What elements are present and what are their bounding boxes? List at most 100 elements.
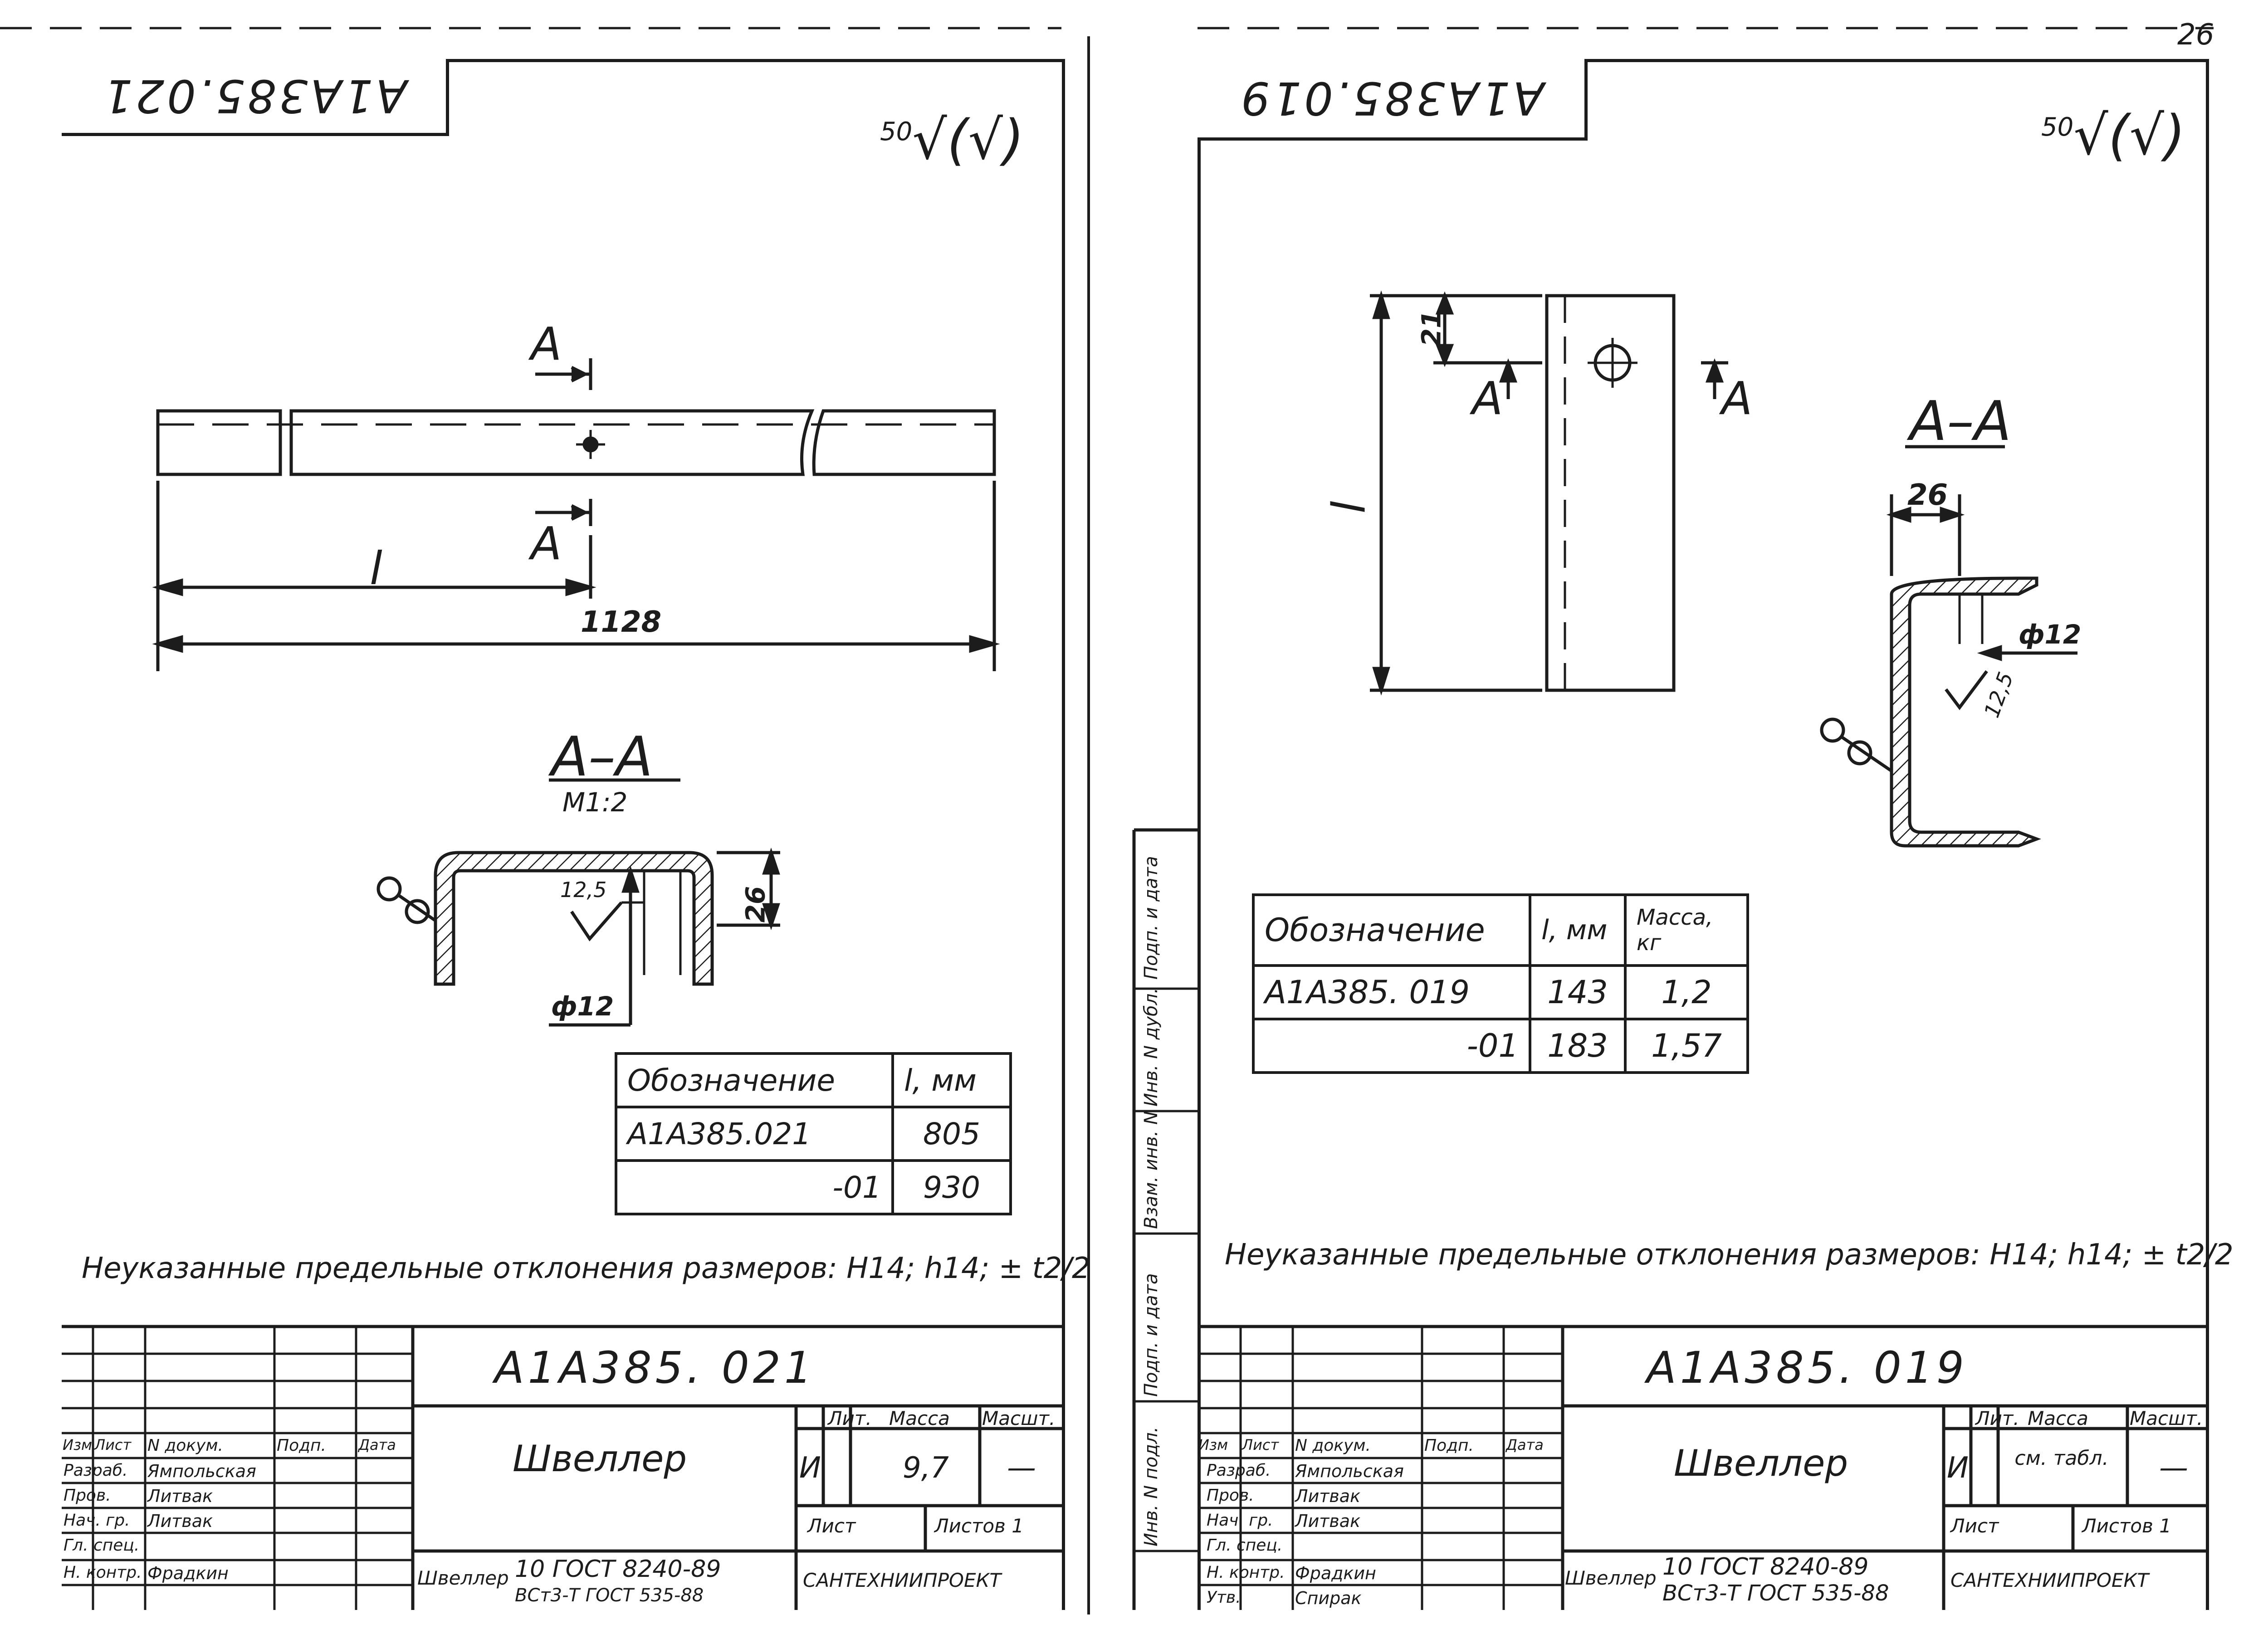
right-tolerance-note: Неуказанные предельные отклонения размер… — [1225, 1238, 2234, 1272]
side-strip-label: Подп. и дата — [1141, 856, 1162, 980]
left-table-cell: А1А385.021 — [615, 1106, 894, 1162]
right-stamp-mass: см. табл. — [2014, 1447, 2109, 1470]
left-stamp-name: Швеллер — [513, 1438, 687, 1480]
page-number: 26 — [2177, 18, 2214, 52]
left-stamp-col: Подп. — [277, 1436, 326, 1455]
right-spec-table: Обозначение l, мм Масса, кг А1А385. 019 … — [1252, 893, 1749, 1074]
left-spec-table: Обозначение l, мм А1А385.021 805 -01 930 — [615, 1052, 1012, 1215]
left-stamp-mass-h: Масса — [889, 1407, 950, 1429]
right-dim-l: l — [1322, 501, 1376, 514]
left-stamp-code: А1А385. 021 — [494, 1342, 816, 1393]
left-roughness: 50√(√) — [880, 109, 1024, 172]
left-section-scale: М1:2 — [562, 787, 628, 818]
right-stamp-col: Дата — [1506, 1436, 1544, 1454]
left-stamp-person: Ямпольская — [147, 1461, 256, 1481]
right-stamp-material-2: ВСт3-Т ГОСТ 535-88 — [1662, 1580, 1889, 1606]
left-beam-segment-1 — [156, 409, 282, 476]
left-stamp-col: Дата — [358, 1436, 396, 1454]
left-sheet — [62, 59, 1065, 1610]
left-stamp-role: Н. контр. — [64, 1563, 142, 1582]
left-stamp-lit: И — [799, 1451, 821, 1485]
right-stamp-col: Подп. — [1424, 1436, 1474, 1455]
side-strip-label: Взам. инв. N — [1141, 1111, 1162, 1229]
right-dim-d12: ф12 — [2019, 619, 2082, 650]
right-stamp-person: Ямпольская — [1295, 1461, 1404, 1481]
right-beam — [1545, 294, 1676, 692]
left-section-channel — [434, 851, 714, 986]
left-stamp-org: САНТЕХНИИПРОЕКТ — [803, 1569, 1002, 1591]
left-stamp-person: Литвак — [147, 1511, 213, 1531]
left-stamp-role: Нач. гр. — [64, 1511, 130, 1530]
right-stamp-role: Н. контр. — [1207, 1563, 1285, 1582]
right-rotated-code: А1А385.019 — [1198, 59, 1588, 141]
left-stamp-role: Гл. спец. — [64, 1536, 140, 1555]
right-stamp-material-prefix: Швеллер — [1565, 1567, 1657, 1589]
left-stamp-role: Разраб. — [64, 1461, 128, 1480]
right-stamp-sheet-h: Лист — [1950, 1515, 1999, 1537]
left-section-mark-bottom: А — [531, 517, 562, 570]
left-table-cell: -01 — [615, 1159, 894, 1215]
left-roughness-value: 50 — [880, 117, 913, 146]
left-stamp-sheets-h: Листов 1 — [934, 1515, 1024, 1537]
left-stamp-scale-h: Масшт. — [982, 1407, 1056, 1429]
right-section-title: А–А — [1910, 390, 2012, 453]
right-stamp-col: N докум. — [1295, 1436, 1371, 1455]
left-stamp-person: Фрадкин — [147, 1563, 229, 1583]
right-stamp-person: Фрадкин — [1295, 1563, 1376, 1583]
left-stamp-col: Лист — [94, 1436, 132, 1454]
right-section-mark-right: А — [1721, 372, 1753, 425]
right-section-channel — [1890, 576, 2041, 848]
right-stamp-person: Спирак — [1295, 1588, 1362, 1608]
right-stamp-scale: — — [2159, 1451, 2188, 1485]
right-table-header-mass: Масса, кг — [1624, 893, 1749, 967]
left-stamp-material-prefix: Швеллер — [417, 1567, 509, 1589]
left-stamp-sheet-h: Лист — [807, 1515, 856, 1537]
left-dim-l: l — [370, 542, 382, 595]
right-stamp-role: Пров. — [1207, 1486, 1254, 1505]
left-dim-total: 1128 — [581, 605, 662, 639]
side-strip-label: Инв. N подл. — [1141, 1426, 1162, 1546]
right-table-cell: 143 — [1529, 964, 1627, 1020]
right-dim-26: 26 — [1907, 478, 1948, 512]
right-table-cell: А1А385. 019 — [1252, 964, 1531, 1020]
right-roughness: 50√(√) — [2041, 104, 2185, 167]
left-table-header-length: l, мм — [891, 1052, 1012, 1108]
left-stamp-role: Пров. — [64, 1486, 111, 1505]
left-table-header-designation: Обозначение — [615, 1052, 894, 1108]
left-beam-segment-3 — [812, 409, 996, 476]
left-table-cell: 805 — [891, 1106, 1012, 1162]
left-stamp-mass: 9,7 — [903, 1451, 949, 1485]
right-stamp-mass-h: Масса — [2028, 1407, 2088, 1429]
right-stamp-col: Лист — [1242, 1436, 1279, 1454]
right-stamp-lit: И — [1947, 1451, 1969, 1485]
right-stamp-role: Нач. гр. — [1207, 1511, 1273, 1530]
left-rotated-code: А1А385.021 — [62, 59, 449, 136]
right-stamp-sheets-h: Листов 1 — [2082, 1515, 2171, 1537]
right-stamp-org: САНТЕХНИИПРОЕКТ — [1950, 1569, 2149, 1591]
left-stamp-lit-h: Лит. — [828, 1407, 872, 1429]
left-beam-segment-2 — [289, 409, 815, 476]
right-table-cell: 1,2 — [1624, 964, 1749, 1020]
left-stamp-material-2: ВСт3-Т ГОСТ 535-88 — [515, 1585, 704, 1606]
right-sheet — [1198, 59, 2209, 1610]
side-strip-label: Инв. N дубл. — [1141, 988, 1162, 1107]
right-table-header-designation: Обозначение — [1252, 893, 1531, 967]
right-stamp-code: А1А385. 019 — [1647, 1342, 1968, 1393]
right-stamp-person: Литвак — [1295, 1511, 1361, 1531]
right-table-cell: 183 — [1529, 1018, 1627, 1074]
left-roughness-suffix: (√) — [947, 109, 1024, 172]
right-stamp-role: Разраб. — [1207, 1461, 1271, 1480]
right-stamp-person: Литвак — [1295, 1486, 1361, 1506]
left-stamp-scale: — — [1007, 1451, 1036, 1485]
right-dim-21: 21 — [1416, 310, 1447, 347]
left-tolerance-note: Неуказанные предельные отклонения размер… — [82, 1252, 1090, 1285]
right-stamp-material-1: 10 ГОСТ 8240-89 — [1662, 1553, 1869, 1580]
left-dim-d12: ф12 — [551, 991, 614, 1022]
right-stamp-scale-h: Масшт. — [2130, 1407, 2203, 1429]
left-stamp-col: N докум. — [147, 1436, 223, 1455]
right-rotated-code-text: А1А385.019 — [1238, 72, 1544, 125]
right-stamp-role: Утв. — [1207, 1588, 1241, 1607]
left-dim-26: 26 — [740, 886, 771, 923]
right-stamp-role: Гл. спец. — [1207, 1536, 1283, 1555]
